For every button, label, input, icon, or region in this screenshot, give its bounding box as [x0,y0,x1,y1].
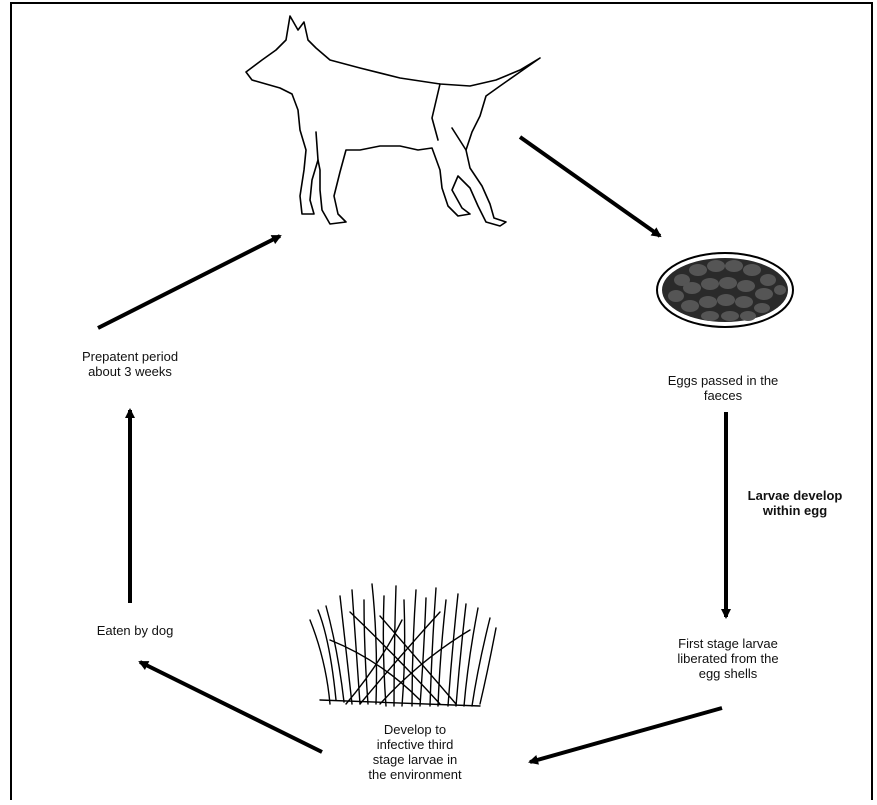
grass-icon [310,584,496,706]
first-stage-label: First stage larvae liberated from the eg… [628,636,828,681]
develop-infective-label: Develop to infective third stage larvae … [320,722,510,782]
eaten-by-dog-label: Eaten by dog [50,623,220,638]
arrow-dog-to-faeces [520,137,660,236]
prepatent-period-label: Prepatent period about 3 weeks [40,349,220,379]
dog-icon [246,16,540,226]
arrow-environment-to-eaten [140,662,322,752]
arrow-prepatent-to-dog [98,236,280,328]
faeces-icon [657,253,793,327]
larvae-develop-label: Larvae develop within egg [720,488,870,518]
arrow-first-stage-to-environment [530,708,722,762]
eggs-passed-label: Eggs passed in the faeces [618,373,828,403]
